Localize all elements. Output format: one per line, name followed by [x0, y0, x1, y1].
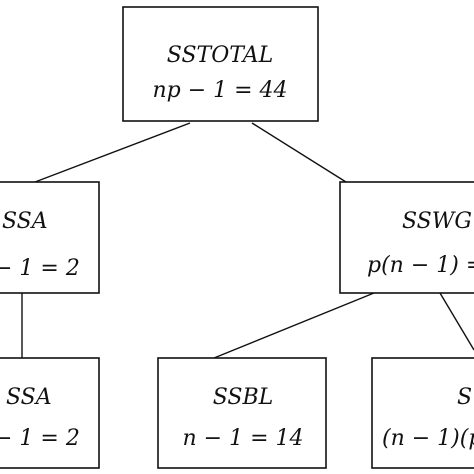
- node-ssa-bottom-box: [0, 357, 100, 469]
- node-sswg-title: SSWG: [402, 209, 472, 234]
- node-sstotal-df: np − 1 = 44: [152, 78, 287, 103]
- node-sstotal-box: [122, 6, 319, 122]
- node-ss-right-box: [371, 357, 474, 469]
- edge-sswg-right: [439, 292, 474, 351]
- edge-sstotal-ssa: [34, 122, 191, 183]
- node-sswg-df: p(n − 1) =: [367, 253, 474, 278]
- node-ss-right-df: (n − 1)(p: [382, 426, 474, 451]
- node-ssbl-df: n − 1 = 14: [183, 426, 304, 451]
- node-sstotal-title: SSTOTAL: [167, 43, 273, 68]
- node-sstotal: SSTOTAL np − 1 = 44: [122, 6, 319, 122]
- node-ssa-bottom-title: SSA: [6, 385, 52, 410]
- node-ssa-mid-df: − 1 = 2: [0, 256, 80, 281]
- node-ssbl-box: [157, 357, 327, 469]
- node-ssa-mid: SSA − 1 = 2: [0, 181, 100, 294]
- edge-sstotal-sswg: [251, 122, 347, 183]
- node-ssbl: SSBL n − 1 = 14: [157, 357, 327, 469]
- node-ss-right: S (n − 1)(p: [371, 357, 474, 469]
- node-ss-right-title: S: [457, 385, 472, 410]
- node-ssa-bottom: SSA − 1 = 2: [0, 357, 100, 469]
- node-ssa-bottom-df: − 1 = 2: [0, 426, 80, 451]
- node-sswg-box: [339, 181, 474, 294]
- edge-sswg-ssbl: [213, 292, 375, 359]
- node-ssbl-title: SSBL: [213, 385, 274, 410]
- node-ssa-mid-box: [0, 181, 100, 294]
- node-sswg: SSWG p(n − 1) =: [339, 181, 474, 294]
- node-ssa-mid-title: SSA: [2, 209, 48, 234]
